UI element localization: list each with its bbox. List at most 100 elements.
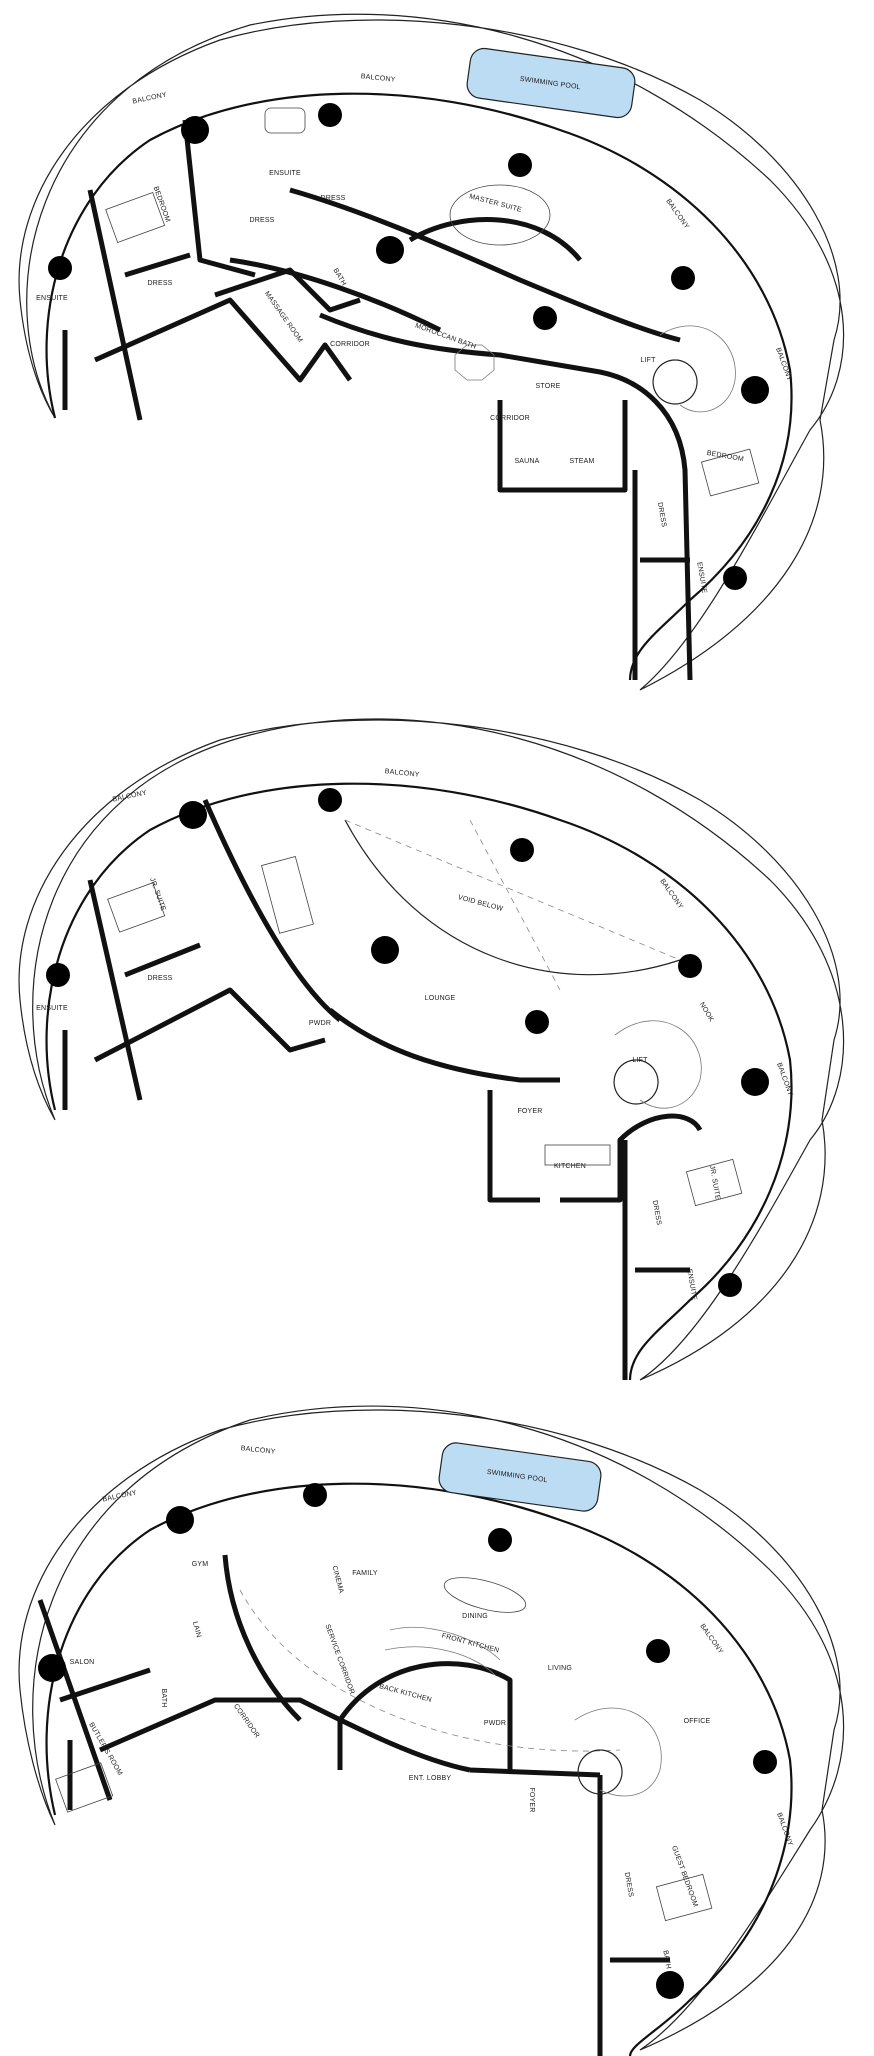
- structural-column: [488, 1528, 512, 1552]
- room-label-balcony-right: BALCONY: [698, 1623, 724, 1656]
- structural-column: [741, 376, 769, 404]
- structural-column: [656, 1971, 684, 1999]
- floor-plan-lower: [18, 1405, 845, 2056]
- room-label-family: FAMILY: [352, 1570, 378, 1577]
- structural-column: [166, 1506, 194, 1534]
- room-label-office: OFFICE: [684, 1718, 711, 1725]
- room-label-dress-b: DRESS: [320, 195, 345, 202]
- right-wing-wall: [632, 470, 690, 680]
- room-label-sauna: SAUNA: [514, 458, 539, 465]
- living-dashed-curve: [239, 1589, 621, 1752]
- room-label-corridor: CORRIDOR: [232, 1703, 261, 1740]
- front-kitchen-counter: [384, 1626, 501, 1676]
- structural-column: [723, 566, 747, 590]
- lift-circle: [577, 1749, 623, 1795]
- room-label-store: STORE: [536, 383, 561, 390]
- room-label-steam: STEAM: [569, 458, 594, 465]
- room-label-ensuite-top: ENSUITE: [269, 170, 301, 177]
- room-label-master-suite: MASTER SUITE: [468, 193, 522, 214]
- jr-suite-right-bed: [685, 1158, 743, 1207]
- pool-table: [261, 856, 314, 934]
- room-label-ensuite-right: ENSUITE: [695, 561, 707, 594]
- floor-plan-upper: [18, 13, 845, 691]
- outer-facade: [45, 1482, 793, 2056]
- cinema-curve-wall: [222, 1554, 302, 1722]
- room-label-dress-right: DRESS: [656, 502, 667, 528]
- room-label-foyer: FOYER: [517, 1108, 542, 1115]
- sauna-steam-wall: [497, 400, 628, 493]
- room-label-balcony-left: BALCONY: [112, 789, 148, 803]
- lift-circle: [652, 359, 698, 405]
- room-label-lift: LIFT: [640, 357, 656, 364]
- structural-column: [38, 1654, 66, 1682]
- room-label-foyer: FOYER: [528, 1787, 535, 1812]
- left-wing-wall: [37, 1599, 151, 1801]
- room-label-void-below: VOID BELOW: [457, 894, 504, 913]
- room-label-cinema: CINEMA: [330, 1565, 344, 1594]
- left-wing-wall: [87, 189, 191, 421]
- room-label-nook: NOOK: [698, 1001, 715, 1023]
- room-label-massage-room: MASSAGE ROOM: [263, 290, 304, 344]
- outer-facade: [45, 782, 793, 1381]
- lift-circle: [613, 1059, 659, 1105]
- structural-column: [371, 936, 399, 964]
- curved-inner-wall: [229, 217, 582, 333]
- structural-column: [533, 306, 557, 330]
- spiral-stair: [659, 325, 736, 413]
- room-label-kitchen: KITCHEN: [554, 1163, 586, 1170]
- structural-column: [525, 1010, 549, 1034]
- structural-column: [48, 256, 72, 280]
- structural-column: [318, 788, 342, 812]
- dining-table: [443, 1577, 527, 1613]
- balcony-outline: [18, 13, 845, 691]
- structural-column: [508, 153, 532, 177]
- room-label-balcony-left: BALCONY: [132, 91, 168, 105]
- structural-columns: [38, 103, 777, 1999]
- room-label-balcony-right: BALCONY: [664, 198, 690, 231]
- room-label-corridor-b: CORRIDOR: [490, 415, 530, 422]
- room-label-pwdr: PWDR: [309, 1020, 331, 1027]
- balcony-outline: [18, 718, 845, 1381]
- room-label-dining: DINING: [462, 1613, 488, 1620]
- void-diagonal-a: [344, 819, 681, 961]
- room-label-bedroom-left: BEDROOM: [152, 186, 171, 224]
- structural-column: [753, 1750, 777, 1774]
- right-wing-wall: [622, 1140, 690, 1380]
- room-label-balcony-left: BALCONY: [102, 1489, 138, 1503]
- room-label-dress-left: DRESS: [147, 280, 172, 287]
- inner-wall: [62, 297, 693, 681]
- room-label-balcony-top: BALCONY: [240, 1445, 276, 1456]
- structural-column: [671, 266, 695, 290]
- room-label-ensuite-left: ENSUITE: [36, 295, 68, 302]
- room-label-corridor-a: CORRIDOR: [330, 341, 370, 348]
- left-wing-wall: [87, 879, 201, 1101]
- room-label-gym: GYM: [192, 1561, 209, 1568]
- room-label-ensuite-right: ENSUITE: [685, 1268, 697, 1301]
- jr-suite-left-bed: [107, 882, 166, 933]
- outer-facade: [45, 92, 793, 681]
- room-label-jr-suite-left: JR. SUITE: [148, 877, 167, 912]
- room-label-ent-lobby: ENT. LOBBY: [409, 1775, 452, 1782]
- structural-column: [181, 116, 209, 144]
- structural-column: [718, 1273, 742, 1297]
- room-label-back-kitchen: BACK KITCHEN: [378, 1683, 432, 1704]
- massage-room-wall: [214, 267, 361, 313]
- structural-column: [646, 1639, 670, 1663]
- room-label-service-corridor: SERVICE CORRIDOR: [323, 1624, 355, 1696]
- balcony-outline: [18, 1405, 845, 2051]
- structural-column: [510, 838, 534, 862]
- structural-column: [741, 1068, 769, 1096]
- void-below-edge: [344, 819, 681, 976]
- floor-plan-middle: [18, 718, 845, 1381]
- swimming-pool: [438, 1442, 602, 1512]
- butlers-room-bed: [55, 1762, 114, 1813]
- room-label-balcony-top: BALCONY: [360, 73, 396, 84]
- room-label-jr-suite-right: JR. SUITE: [708, 1165, 721, 1201]
- bedroom-left-bed: [105, 191, 166, 243]
- guest-bedroom-bed: [655, 1873, 713, 1922]
- kitchen-island: [544, 1144, 611, 1166]
- room-label-bath-right: BATH: [661, 1950, 671, 1970]
- master-bed-furniture: [449, 184, 551, 246]
